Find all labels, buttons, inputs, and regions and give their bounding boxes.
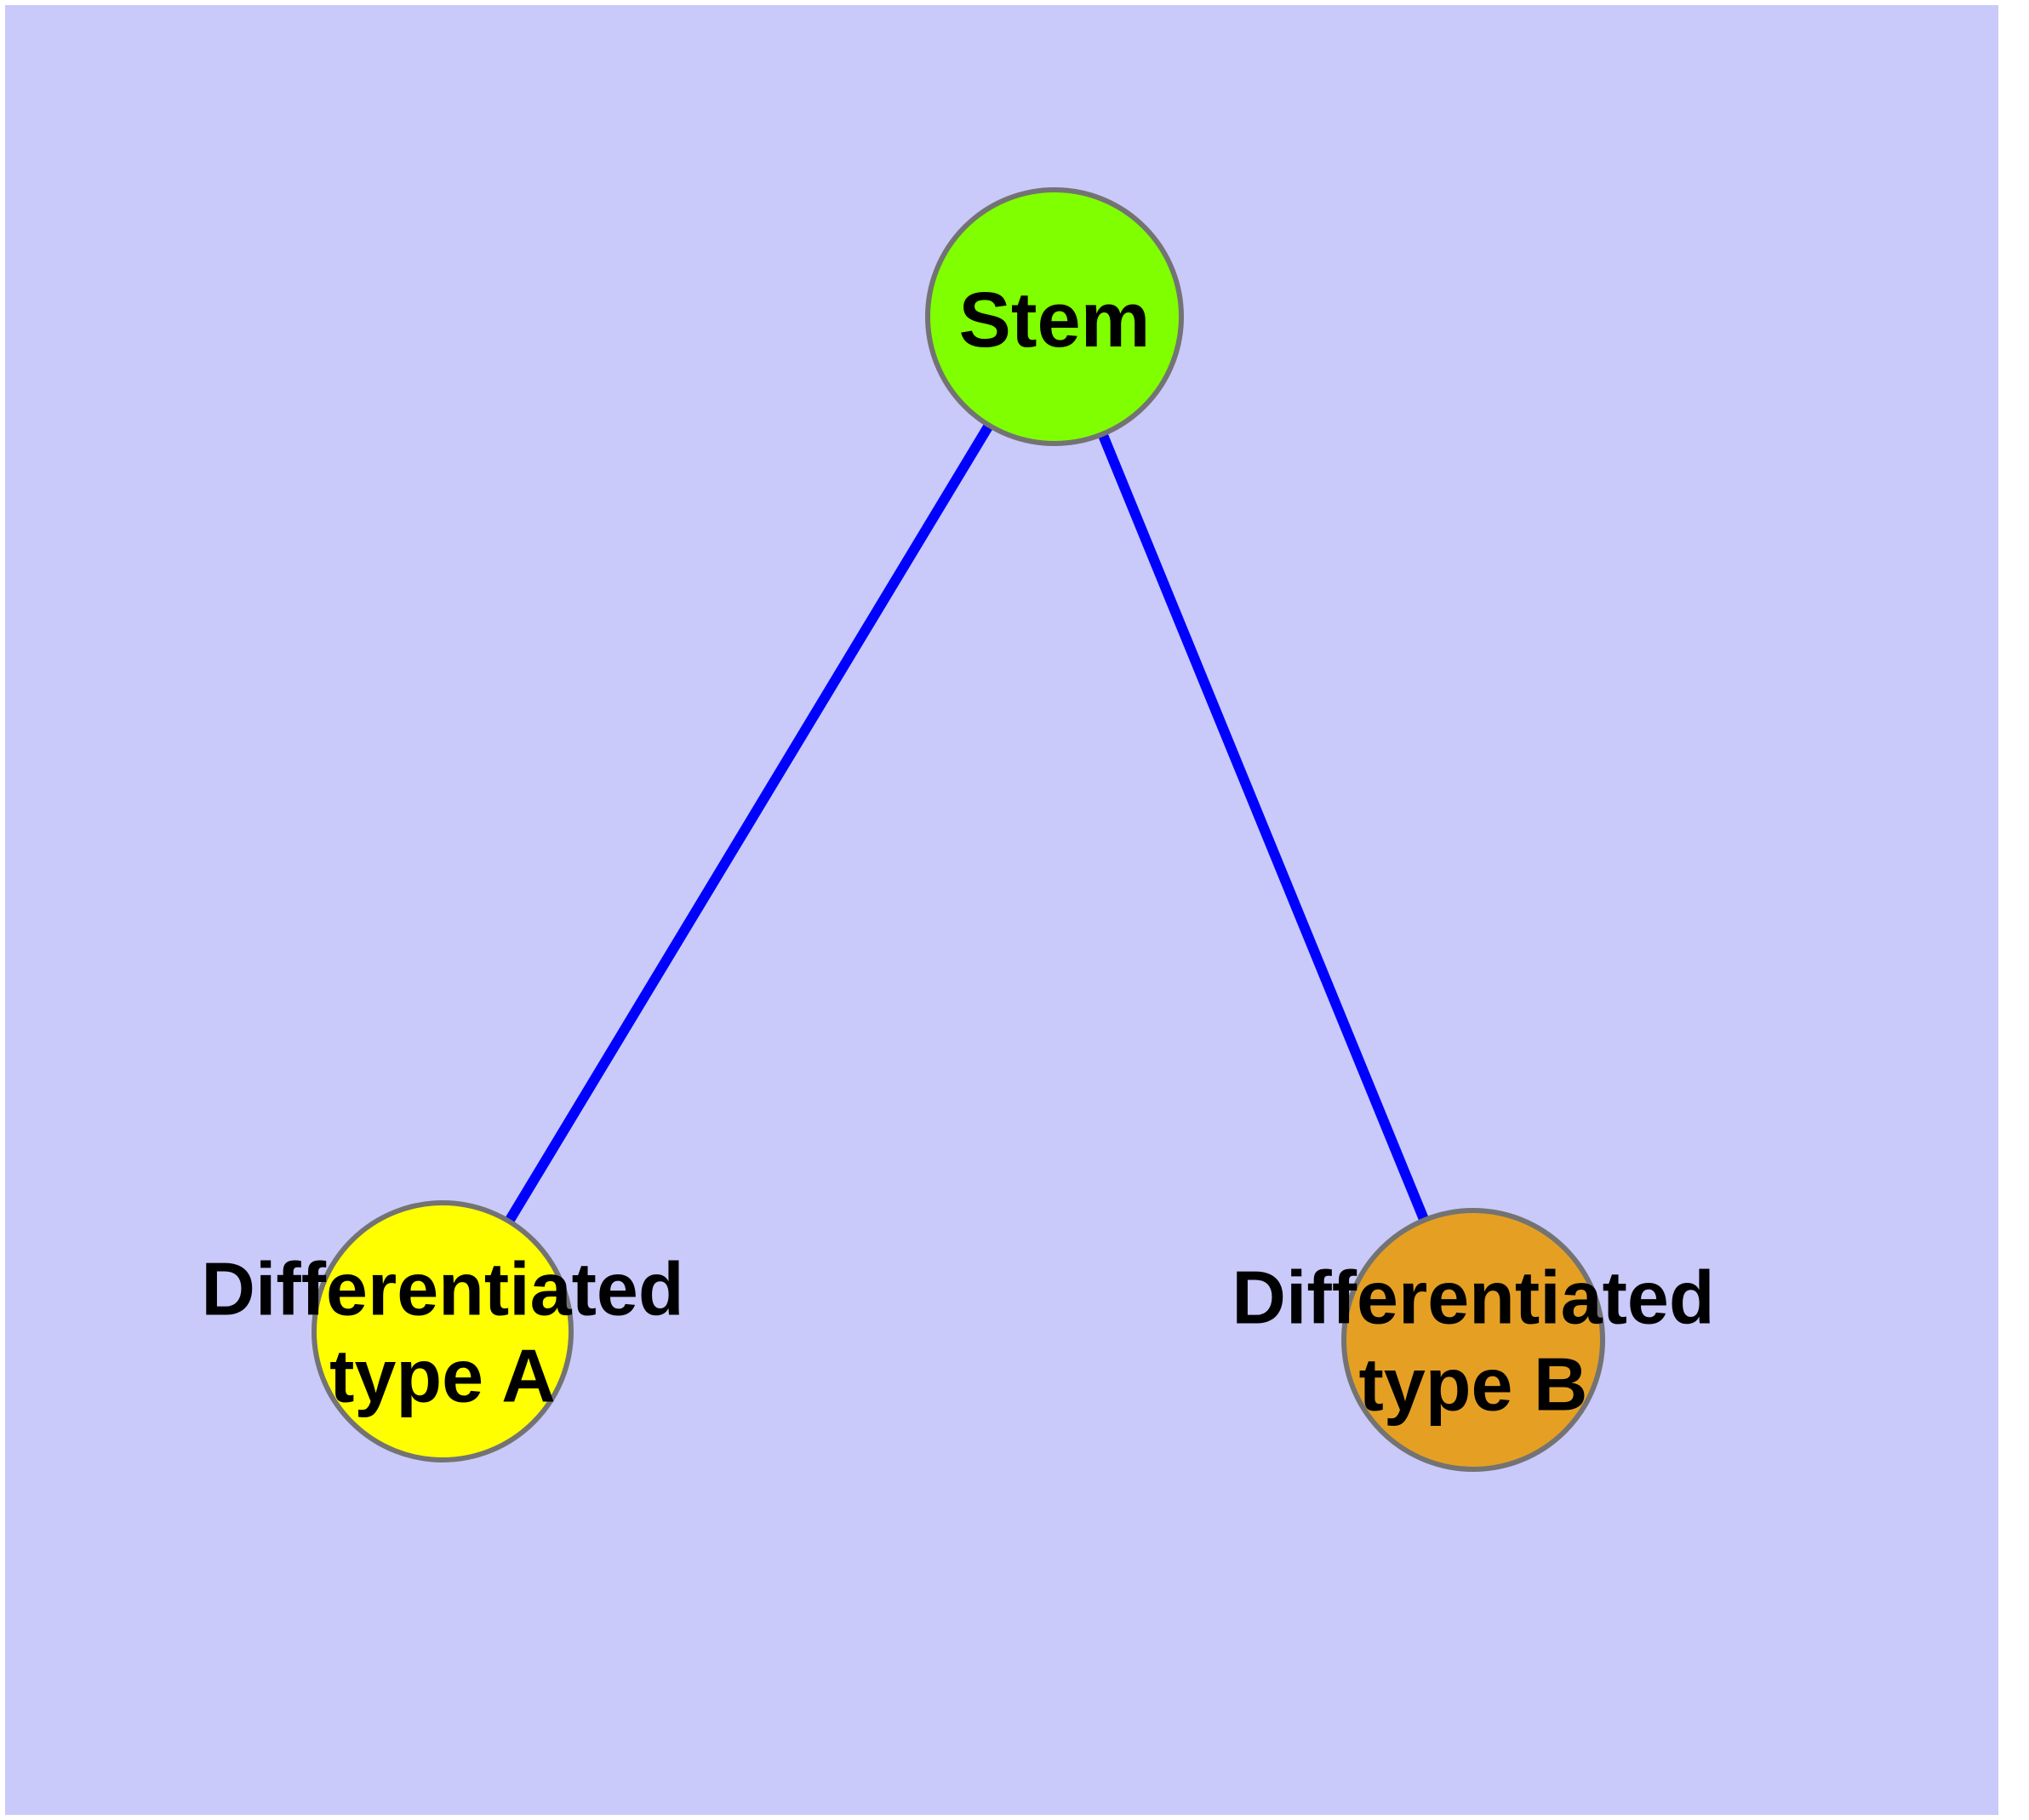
node-differentiated-type-a[interactable] bbox=[311, 1200, 574, 1462]
node-layer bbox=[311, 187, 1605, 1472]
edge-stem-to-differentiated-type-b[interactable] bbox=[1049, 314, 1478, 1342]
node-stem-circle[interactable] bbox=[925, 187, 1184, 446]
edge-stem-to-differentiated-type-a[interactable] bbox=[437, 313, 1060, 1335]
edge-layer bbox=[437, 313, 1478, 1342]
label-layer: Stem Differentiated type A Differentiate… bbox=[201, 277, 1714, 1427]
node-differentiated-type-b-label-line1: Differentiated bbox=[1232, 1256, 1714, 1340]
node-stem-label: Stem bbox=[959, 277, 1151, 363]
node-differentiated-type-a-circle[interactable] bbox=[311, 1200, 574, 1462]
node-stem[interactable] bbox=[925, 187, 1184, 446]
node-differentiated-type-b[interactable] bbox=[1341, 1208, 1605, 1472]
node-differentiated-type-a-label-line1: Differentiated bbox=[201, 1247, 683, 1331]
node-differentiated-type-b-label-line2: type B bbox=[1359, 1342, 1588, 1427]
node-differentiated-type-b-circle[interactable] bbox=[1341, 1208, 1605, 1472]
node-differentiated-type-a-label-line2: type A bbox=[329, 1334, 556, 1418]
